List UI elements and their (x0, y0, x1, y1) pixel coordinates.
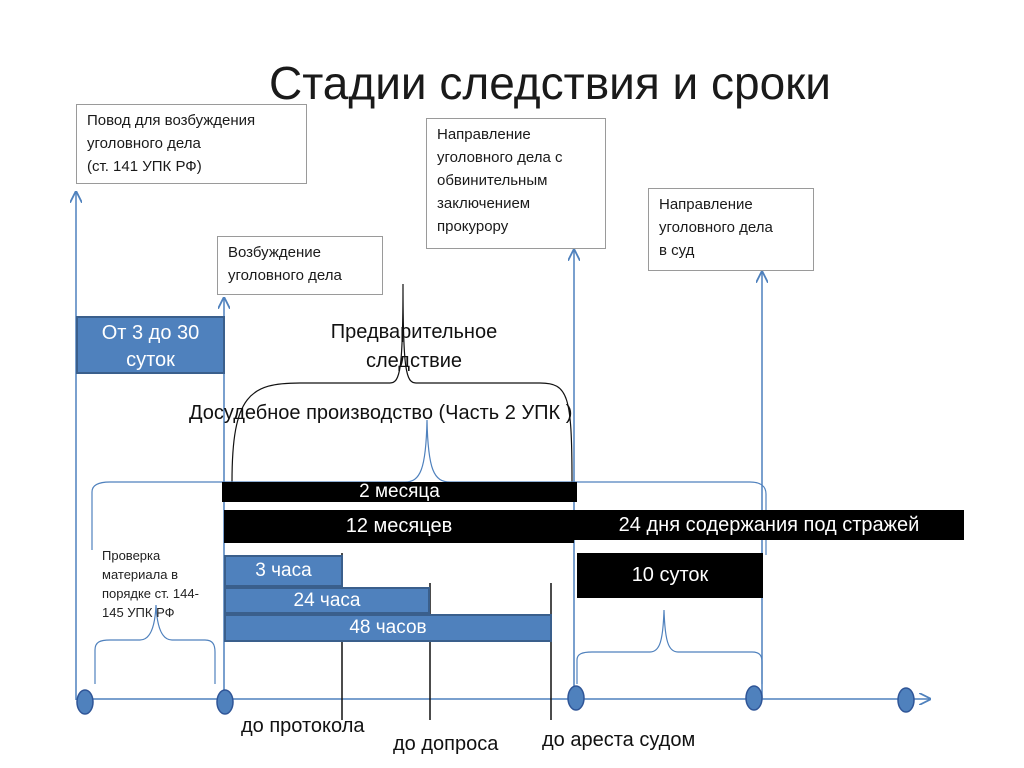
timeline-dot-1 (76, 689, 94, 715)
note-prosecutor-line-2: уголовного дела с (437, 149, 563, 166)
note-prosecutor-line-3: обвинительным (437, 172, 548, 189)
timeline-dot-4 (745, 685, 763, 711)
bar-24-days-custody: 24 дня содержания под стражей (574, 510, 964, 540)
brace-check (94, 604, 216, 684)
note-initiation: Возбуждение уголовного дела (217, 236, 383, 295)
note-initiation-line-1: Возбуждение (228, 244, 321, 261)
bar-10-days: 10 суток (577, 553, 763, 598)
note-to-prosecutor: Направление уголовного дела с обвинитель… (426, 118, 606, 249)
label-pretrial-proceedings: Досудебное производство (Часть 2 УПК ) (189, 402, 573, 424)
box-24-hours: 24 часа (224, 587, 430, 614)
brace-10days (576, 609, 763, 684)
note-prosecutor-line-1: Направление (437, 126, 531, 143)
note-pretext-line-3: (ст. 141 УПК РФ) (87, 158, 202, 175)
check-line-3: порядке ст. 144- (102, 586, 199, 601)
timeline-dot-2 (216, 689, 234, 715)
box-3-hours: 3 часа (224, 555, 343, 587)
box-48-hours: 48 часов (224, 614, 552, 642)
check-line-2: материала в (102, 567, 178, 582)
label-to-protocol: до протокола (241, 715, 365, 737)
label-to-interrogation: до допроса (393, 733, 499, 755)
note-pretext: Повод для возбуждения уголовного дела (с… (76, 104, 307, 184)
brace-pretrial (91, 419, 767, 555)
bar-12-months: 12 месяцев (224, 510, 574, 543)
timeline-dot-3 (567, 685, 585, 711)
note-prosecutor-line-5: прокурору (437, 218, 509, 235)
note-court-line-3: в суд (659, 242, 695, 259)
box-3-to-30-days: От 3 до 30 суток (76, 316, 225, 374)
note-pretext-line-1: Повод для возбуждения (87, 112, 256, 129)
label-check-material: Проверка материала в порядке ст. 144- 14… (102, 546, 199, 622)
label-to-arrest: до ареста судом (542, 729, 696, 751)
timeline-dot-5 (897, 687, 915, 713)
check-line-1: Проверка (102, 548, 161, 563)
note-prosecutor-line-4: заключением (437, 195, 531, 212)
check-line-4: 145 УПК РФ (102, 605, 175, 620)
note-to-court: Направление уголовного дела в суд (648, 188, 814, 271)
page-title: Стадии следствия и сроки (269, 57, 831, 109)
bar-2-months: 2 месяца (222, 482, 577, 502)
note-court-line-2: уголовного дела (659, 219, 773, 236)
note-court-line-1: Направление (659, 196, 753, 213)
brace-preliminary (231, 283, 573, 483)
note-initiation-line-2: уголовного дела (228, 267, 342, 284)
note-pretext-line-2: уголовного дела (87, 135, 201, 152)
label-preliminary-investigation: Предварительное следствие (330, 321, 498, 372)
